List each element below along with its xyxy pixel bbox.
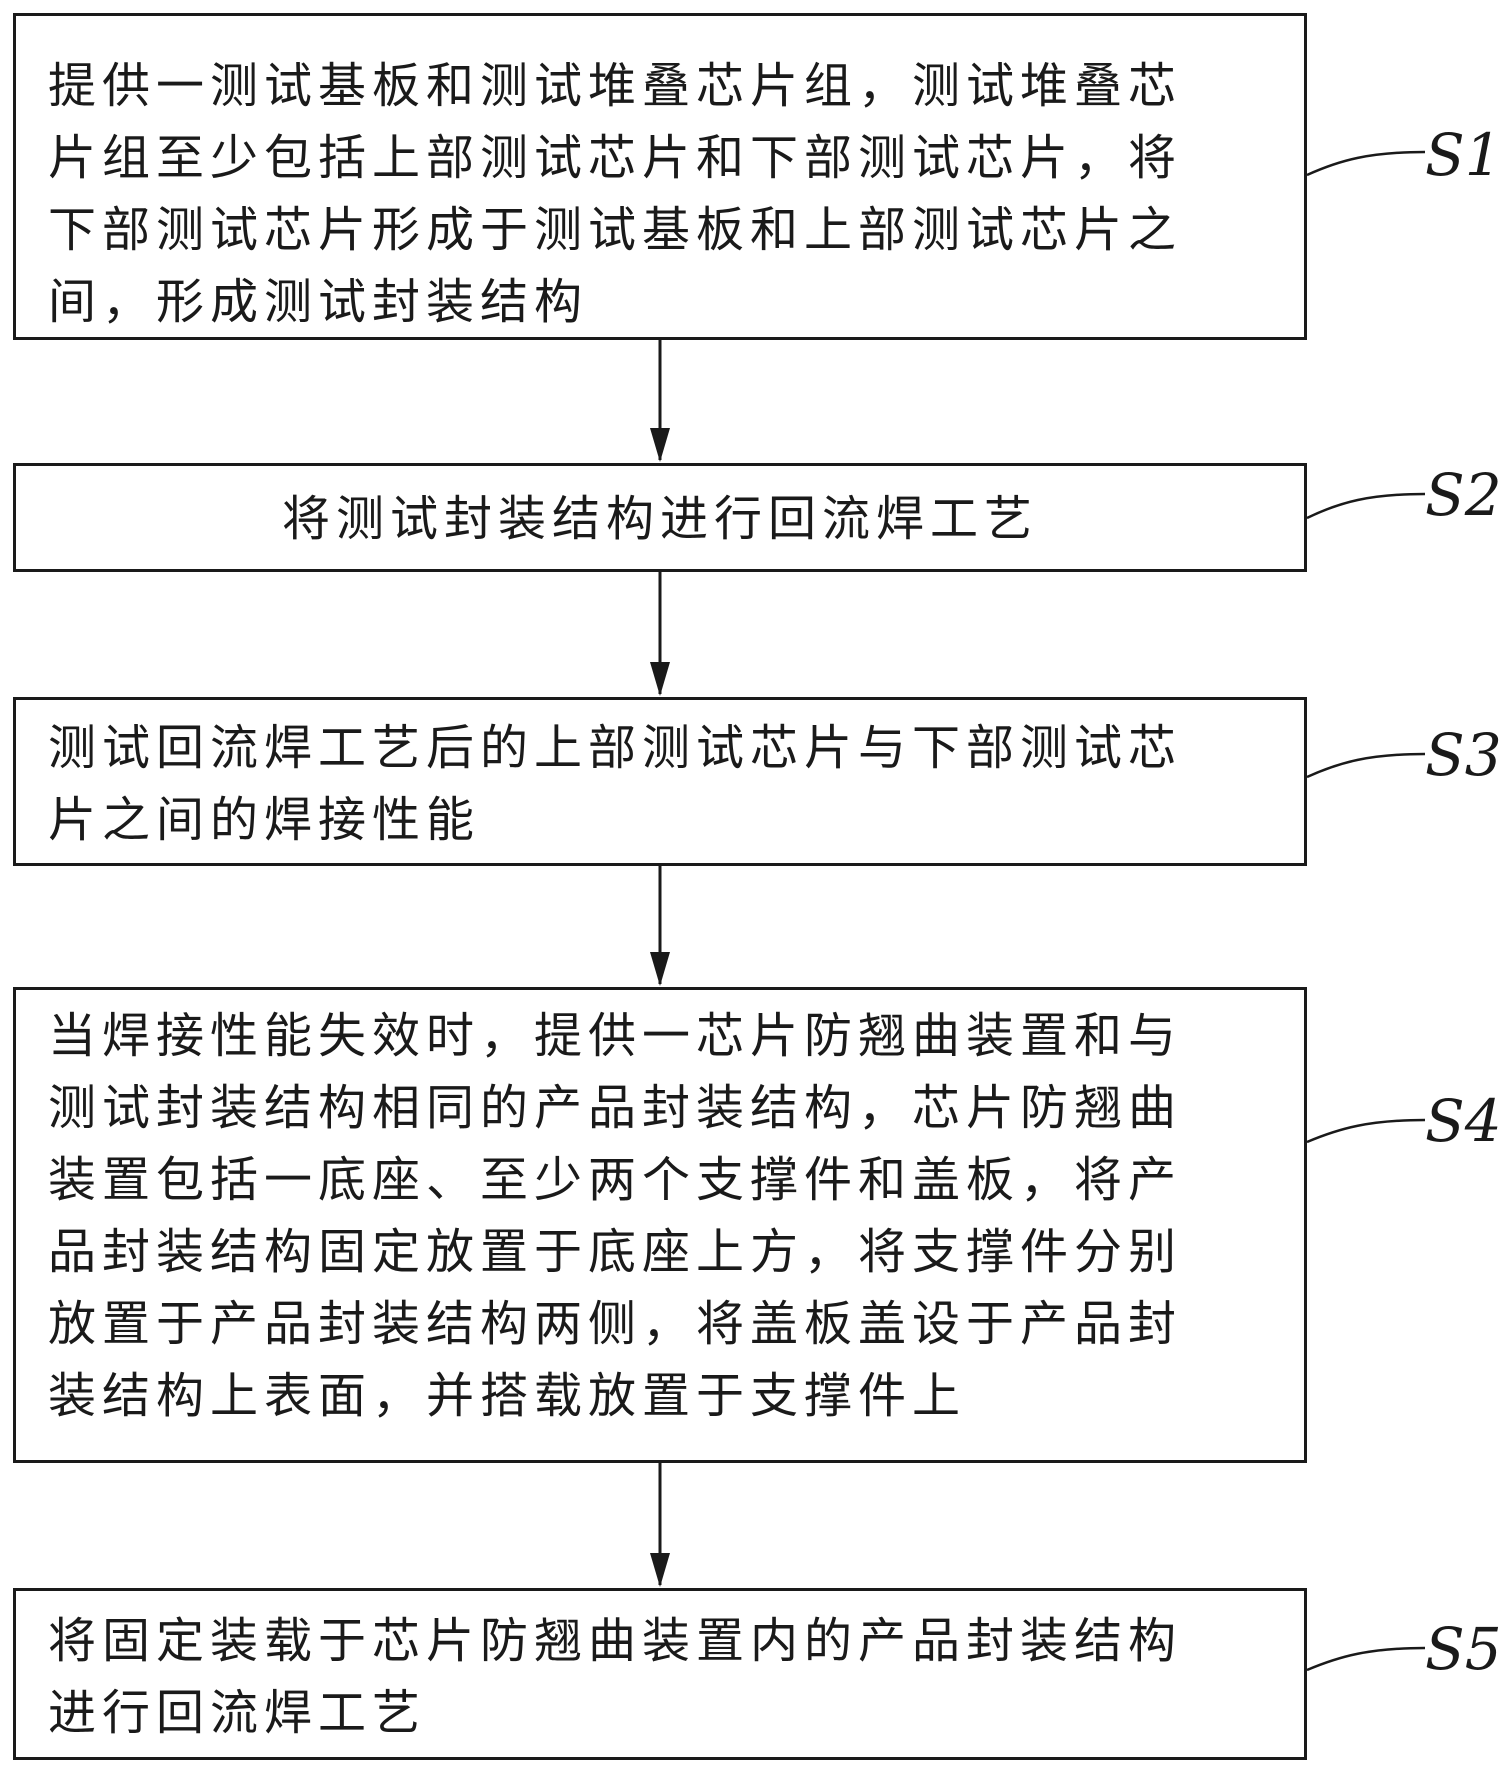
leader-s2 xyxy=(1306,492,1426,520)
step-label-s2: S2 xyxy=(1425,461,1502,529)
step-box-s3: 测试回流焊工艺后的上部测试芯片与下部测试芯 片之间的焊接性能 xyxy=(13,697,1307,866)
leader-s5 xyxy=(1306,1646,1426,1672)
arrowhead-s3-s4 xyxy=(650,952,670,986)
step-text-s5: 将固定装载于芯片防翘曲装置内的产品封装结构 进行回流焊工艺 xyxy=(48,1613,1183,1741)
step-box-s1: 提供一测试基板和测试堆叠芯片组，测试堆叠芯 片组至少包括上部测试芯片和下部测试芯… xyxy=(13,13,1307,340)
step-label-s1: S1 xyxy=(1425,121,1502,189)
step-label-s5: S5 xyxy=(1425,1615,1502,1683)
step-label-s4: S4 xyxy=(1425,1087,1502,1155)
step-text-s2: 将测试封装结构进行回流焊工艺 xyxy=(281,491,1038,547)
arrowhead-s2-s3 xyxy=(650,662,670,696)
step-text-s1: 提供一测试基板和测试堆叠芯片组，测试堆叠芯 片组至少包括上部测试芯片和下部测试芯… xyxy=(48,58,1183,330)
step-box-s5: 将固定装载于芯片防翘曲装置内的产品封装结构 进行回流焊工艺 xyxy=(13,1588,1307,1760)
step-text-s3: 测试回流焊工艺后的上部测试芯片与下部测试芯 片之间的焊接性能 xyxy=(48,720,1183,848)
step-label-s3: S3 xyxy=(1425,721,1502,789)
step-box-s2: 将测试封装结构进行回流焊工艺 xyxy=(13,463,1307,572)
leader-s3 xyxy=(1306,752,1426,779)
step-text-s4: 当焊接性能失效时，提供一芯片防翘曲装置和与 测试封装结构相同的产品封装结构，芯片… xyxy=(48,1008,1183,1424)
arrowhead-s1-s2 xyxy=(650,428,670,462)
step-box-s4: 当焊接性能失效时，提供一芯片防翘曲装置和与 测试封装结构相同的产品封装结构，芯片… xyxy=(13,987,1307,1463)
leader-s1 xyxy=(1306,150,1426,177)
leader-s4 xyxy=(1306,1118,1426,1144)
arrowhead-s4-s5 xyxy=(650,1553,670,1587)
